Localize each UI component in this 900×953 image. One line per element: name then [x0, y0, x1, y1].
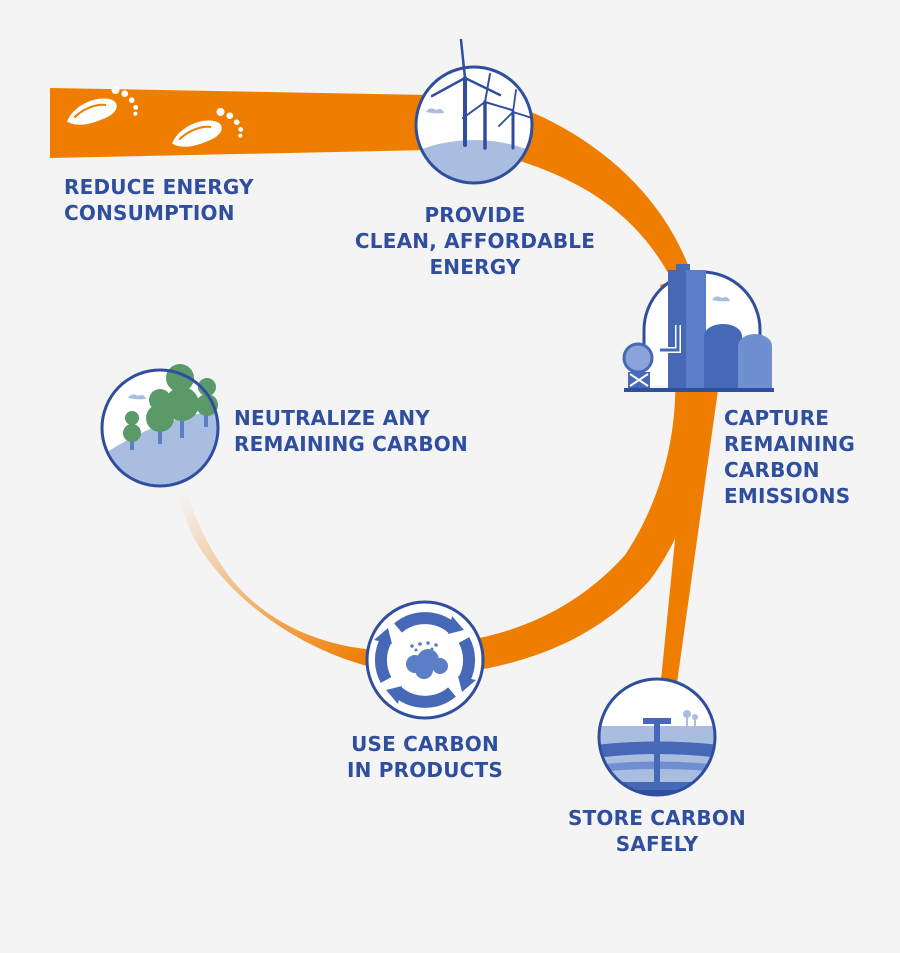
step-label-store-carbon: STORE CARBON SAFELY — [567, 805, 747, 857]
step-label-line: ENERGY — [429, 255, 521, 279]
industrial-plant-icon — [622, 264, 774, 392]
step-label-line: STORE CARBON — [567, 806, 746, 830]
step-label-line: REMAINING CARBON — [234, 432, 468, 456]
step-label-line: IN PRODUCTS — [347, 758, 503, 782]
step-label-line: PROVIDE — [424, 203, 526, 227]
step-label-line: USE CARBON — [351, 732, 499, 756]
footprints-icon — [67, 86, 244, 147]
step-label-use-carbon: USE CARBON IN PRODUCTS — [335, 731, 515, 783]
step-label-line: CLEAN, AFFORDABLE — [354, 229, 596, 253]
trees-icon — [100, 364, 220, 488]
step-label-line: REDUCE ENERGY — [64, 175, 254, 199]
step-label-line: CARBON — [724, 458, 820, 482]
step-label-neutralize-carbon: NEUTRALIZE ANY REMAINING CARBON — [234, 405, 468, 457]
step-label-reduce-energy: REDUCE ENERGY CONSUMPTION — [64, 174, 254, 226]
step-label-line: REMAINING — [724, 432, 856, 456]
recycle-arrows-icon — [365, 600, 485, 720]
step-label-line: NEUTRALIZE ANY — [234, 406, 430, 430]
step-label-line: EMISSIONS — [724, 484, 851, 508]
flow-band — [50, 88, 718, 690]
step-label-capture-carbon: CAPTURE REMAINING CARBON EMISSIONS — [724, 405, 855, 509]
step-label-line: SAFELY — [615, 832, 699, 856]
step-label-line: CAPTURE — [724, 406, 830, 430]
step-label-provide-energy: PROVIDE CLEAN, AFFORDABLE ENERGY — [350, 202, 600, 280]
step-label-line: CONSUMPTION — [64, 201, 235, 225]
